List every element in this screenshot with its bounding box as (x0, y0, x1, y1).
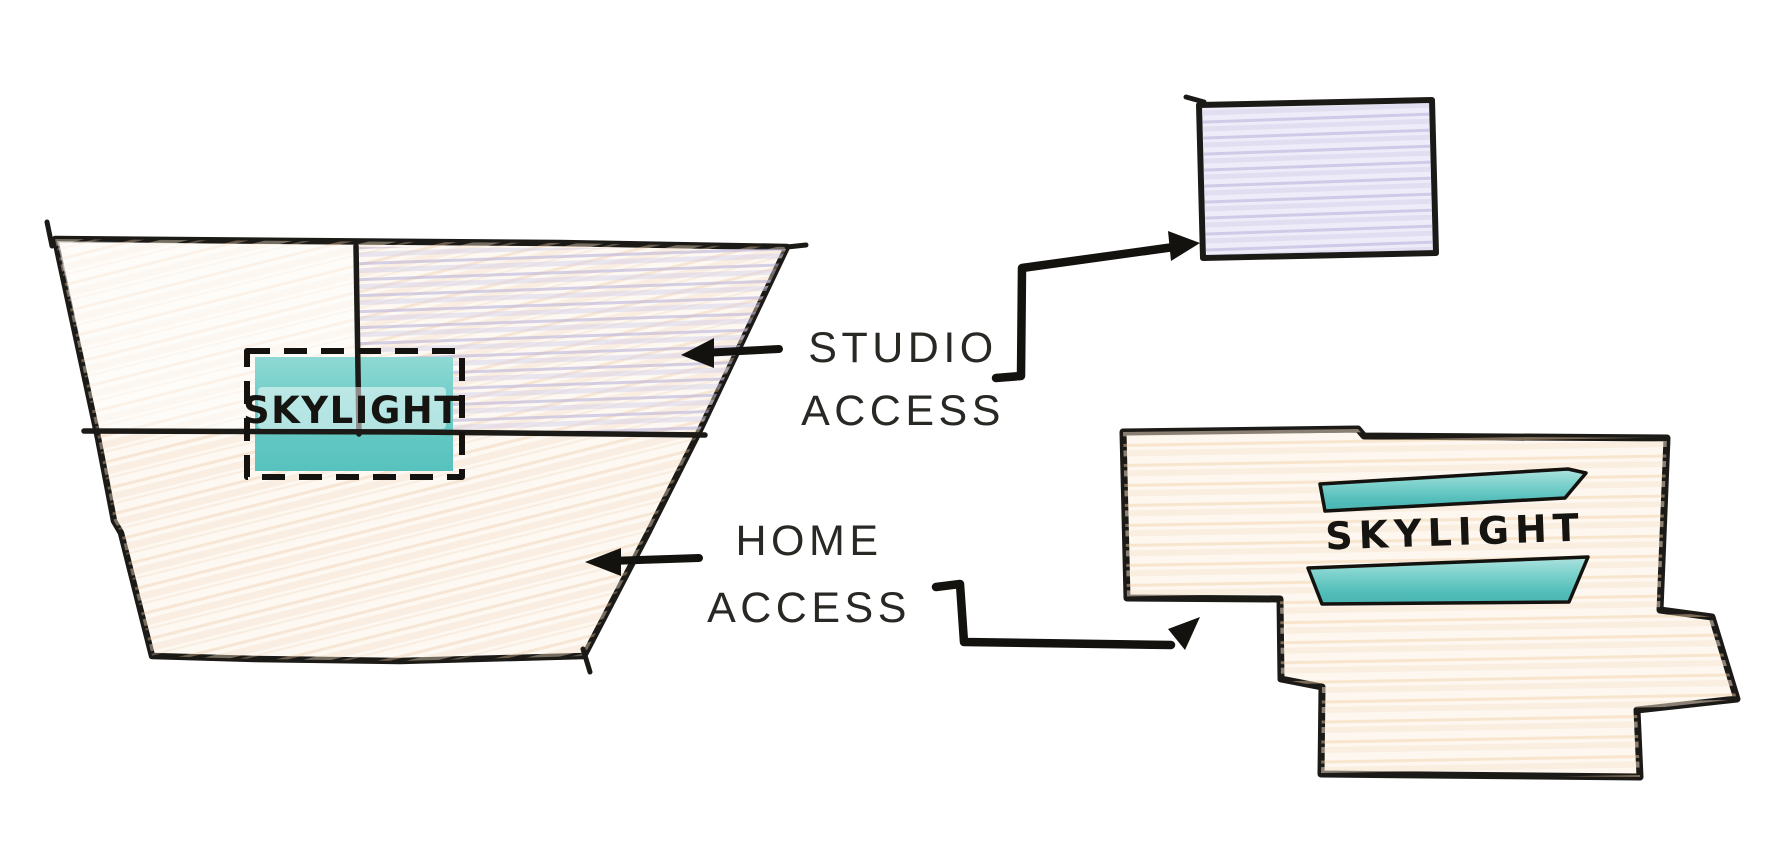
roof-plan-figure: SKYLIGHT (44, 219, 809, 675)
home-access-arrowhead-icon (585, 548, 621, 576)
skylight-plan-label: SKYLIGHT (243, 389, 461, 432)
studio-plan-corner-tick (1183, 94, 1207, 105)
studio-plan-shading (1202, 103, 1433, 255)
skylight-dashed-outline (244, 348, 465, 480)
studio-roof-shading (358, 247, 787, 433)
home-access-label-line2: ACCESS (707, 584, 911, 632)
home-access-connector-arrowhead-icon (1168, 617, 1200, 650)
corner-tick-top-left (44, 219, 55, 249)
skylight-bar-upper (1318, 467, 1588, 513)
studio-plan-figure (1183, 94, 1439, 261)
home-access-arrow-shaft (605, 554, 703, 565)
skylight-bar-lower (1306, 555, 1590, 606)
corner-tick-bottom-right (580, 646, 593, 675)
studio-access-connector (991, 242, 1179, 383)
skylight-plan-label-halo (258, 387, 446, 429)
home-access-connector (931, 579, 1176, 650)
studio-access-connector-arrowhead-icon (1168, 231, 1200, 261)
roof-ridge-line (81, 428, 708, 438)
corner-tick-top-right (784, 242, 809, 250)
home-plan-figure: SKYLIGHT (1119, 425, 1741, 781)
studio-access-arrowhead-icon (681, 338, 714, 368)
home-access-annotation: HOME ACCESS (585, 517, 1200, 650)
studio-access-label-line1: STUDIO (808, 324, 997, 372)
home-plan-shading (1123, 429, 1737, 777)
skylight-right-label: SKYLIGHT (1325, 505, 1586, 558)
studio-access-annotation: STUDIO ACCESS (681, 231, 1200, 435)
home-access-label-line1: HOME (736, 517, 883, 565)
studio-access-label-line2: ACCESS (801, 387, 1005, 435)
